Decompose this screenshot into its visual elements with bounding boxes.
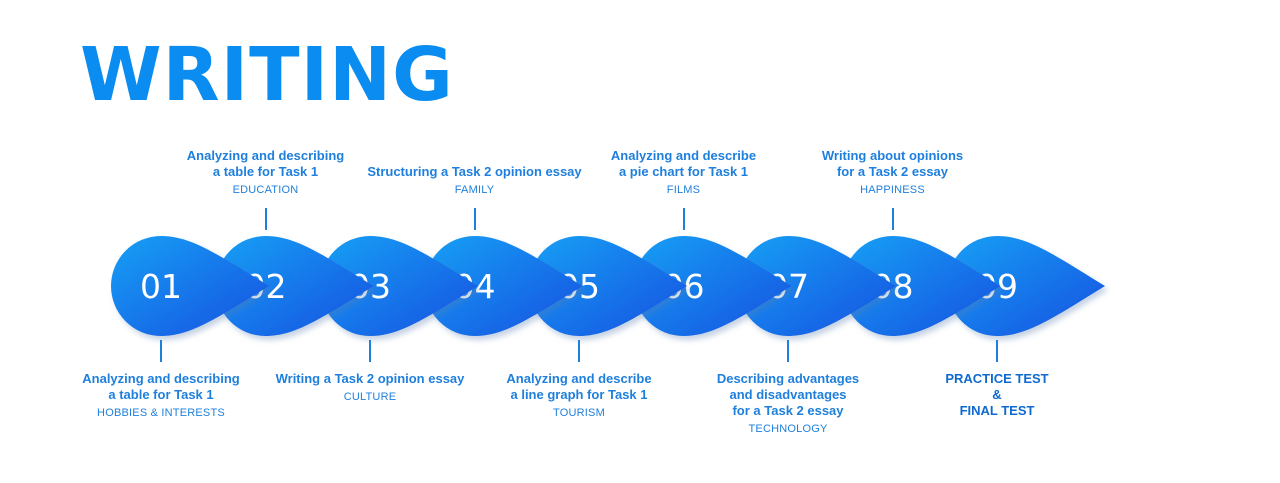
step-shape — [947, 236, 1105, 336]
step-topic: TOURISM — [553, 407, 605, 419]
step-connector — [264, 208, 267, 230]
step-topic: HAPPINESS — [860, 184, 925, 196]
step-title: Describing advantages and disadvantages … — [716, 371, 860, 418]
step-connector — [369, 340, 371, 362]
step-08-label: Writing about opinions for a Task 2 essa… — [768, 148, 1018, 198]
step-shape — [529, 236, 687, 336]
step-09-label: PRACTICE TEST & FINAL TEST — [872, 371, 1122, 419]
step-title: Writing a Task 2 opinion essay — [275, 371, 465, 386]
step-title: Analyzing and describe a line graph for … — [506, 371, 652, 402]
step-title: Analyzing and describing a table for Tas… — [82, 371, 240, 402]
step-01-label: Analyzing and describing a table for Tas… — [36, 371, 286, 421]
step-connector — [996, 340, 998, 362]
step-connector — [682, 208, 685, 230]
step-connector — [160, 340, 162, 362]
step-shape — [320, 236, 478, 336]
step-shape — [842, 236, 1001, 336]
step-02-label: Analyzing and describing a table for Tas… — [141, 148, 391, 198]
step-07-label: Describing advantages and disadvantages … — [663, 371, 913, 437]
step-shape — [215, 236, 374, 336]
step-01-marker: 01 — [111, 236, 269, 336]
step-connector — [578, 340, 580, 362]
step-05-label: Analyzing and describe a line graph for … — [454, 371, 704, 421]
step-06-label: Analyzing and describe a pie chart for T… — [559, 148, 809, 198]
step-topic: CULTURE — [343, 391, 397, 403]
step-connector — [787, 340, 789, 362]
step-title: Analyzing and describing a table for Tas… — [186, 148, 345, 179]
step-topic: HOBBIES & INTERESTS — [97, 407, 225, 419]
step-connector — [891, 208, 894, 230]
step-number: 01 — [140, 267, 182, 306]
step-shape — [738, 236, 896, 336]
step-topic: FILMS — [666, 184, 701, 196]
step-shape — [424, 236, 583, 336]
page-title: WRITING — [80, 32, 454, 118]
step-title: Writing about opinions for a Task 2 essa… — [821, 148, 964, 179]
step-title: Structuring a Task 2 opinion essay — [367, 164, 582, 179]
step-title: Analyzing and describe a pie chart for T… — [610, 148, 757, 179]
step-topic: TECHNOLOGY — [748, 423, 828, 435]
step-title: PRACTICE TEST & FINAL TEST — [945, 371, 1049, 418]
step-connector — [473, 208, 476, 230]
step-topic: FAMILY — [454, 184, 495, 196]
step-topic: EDUCATION — [232, 184, 299, 196]
step-shape — [633, 236, 792, 336]
step-shape — [111, 236, 269, 336]
